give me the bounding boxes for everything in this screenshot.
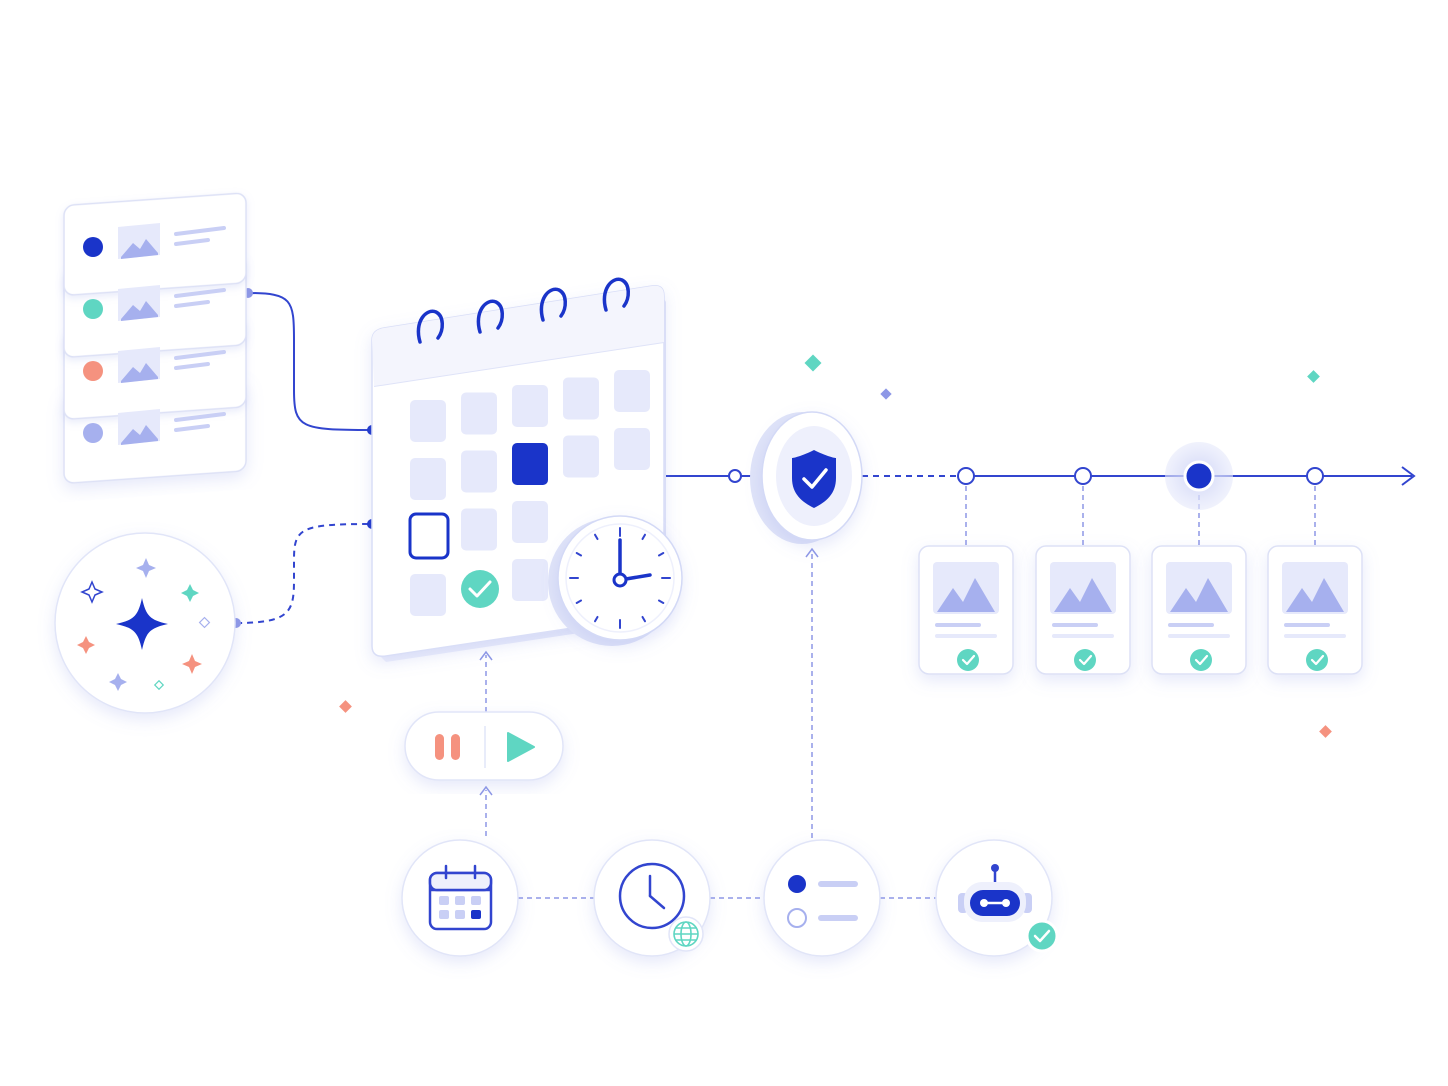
image-icon (1282, 562, 1348, 614)
player-controls[interactable] (404, 711, 564, 781)
calendar-cell (614, 370, 650, 412)
calendar-ring (476, 299, 504, 334)
security-shield (750, 411, 863, 544)
output-card[interactable] (1035, 545, 1131, 675)
connector-list-to-calendar (247, 292, 373, 431)
clock-globe-icon (618, 862, 686, 930)
calendar-cell (410, 400, 446, 442)
calendar-rings (416, 277, 630, 344)
calendar-cell (563, 435, 599, 478)
image-icon (1050, 562, 1116, 614)
options-node[interactable] (763, 839, 881, 957)
calendar-ring (539, 287, 567, 322)
calendar-cell (461, 392, 497, 435)
calendar-icon (428, 864, 493, 931)
dot-teal-icon (83, 299, 103, 319)
calendar-cell-selected (512, 443, 548, 485)
check-icon (1074, 649, 1096, 671)
clock-icon (548, 515, 683, 646)
image-icon (1166, 562, 1232, 614)
calendar-cell (410, 458, 446, 500)
calendar-node[interactable] (401, 839, 519, 957)
output-card[interactable] (918, 545, 1014, 675)
output-card[interactable] (1151, 545, 1247, 675)
output-card[interactable] (1267, 545, 1363, 675)
calendar-cell (461, 450, 497, 493)
image-icon (118, 285, 160, 321)
timeline-node[interactable] (1306, 467, 1324, 485)
check-icon (1306, 649, 1328, 671)
calendar-cell (614, 428, 650, 470)
robot-icon (958, 864, 1032, 922)
calendar-cell-outlined (408, 512, 450, 560)
timeline-node[interactable] (1074, 467, 1092, 485)
calendar-cell (512, 385, 548, 427)
sparkle-small-icon (136, 558, 156, 578)
calendar-ring (602, 277, 630, 312)
media-list (63, 192, 247, 484)
dot-primary-icon (83, 237, 103, 257)
media-list-item[interactable] (83, 223, 226, 259)
globe-icon (673, 921, 699, 947)
shield-check-icon (792, 450, 836, 508)
check-icon (1025, 919, 1059, 953)
connector-sparkle-to-calendar (235, 523, 373, 624)
check-icon (1190, 649, 1212, 671)
list-options-icon (787, 875, 858, 928)
calendar-grid (410, 370, 650, 616)
media-list-item[interactable] (83, 347, 226, 383)
timezone-node[interactable] (593, 839, 711, 957)
image-icon (118, 223, 160, 259)
sparkle-small-icon (77, 636, 95, 654)
bottom-nodes (401, 839, 1059, 957)
connectors (231, 288, 958, 899)
dot-coral-icon (83, 361, 103, 381)
image-icon (118, 347, 160, 383)
connector-node (728, 469, 742, 483)
calendar-cell (512, 501, 548, 543)
sparkle-badge (54, 532, 236, 714)
timeline-node-active[interactable] (1183, 460, 1215, 492)
bot-node[interactable] (935, 839, 1059, 957)
check-icon (957, 649, 979, 671)
media-list-item[interactable] (83, 285, 226, 321)
sparkle-small-icon (181, 584, 199, 602)
calendar-cell (461, 508, 497, 551)
dot-lavender-icon (83, 423, 103, 443)
image-icon (118, 409, 160, 445)
image-icon (933, 562, 999, 614)
arrow-right-icon (1401, 466, 1416, 486)
sparkle-small-icon (182, 654, 202, 674)
pause-icon[interactable] (435, 734, 460, 760)
calendar-cell (410, 574, 446, 616)
timeline-node[interactable] (957, 467, 975, 485)
media-list-item[interactable] (83, 409, 226, 445)
timeline (918, 442, 1416, 675)
calendar-cell (563, 377, 599, 420)
sparkle-icon (116, 598, 168, 650)
check-icon (461, 570, 499, 608)
sparkle-small-icon (109, 673, 127, 691)
calendar-ring (416, 309, 444, 344)
sparkle-small-icon (80, 580, 104, 604)
play-icon[interactable] (507, 732, 535, 762)
calendar-cell (512, 559, 548, 601)
